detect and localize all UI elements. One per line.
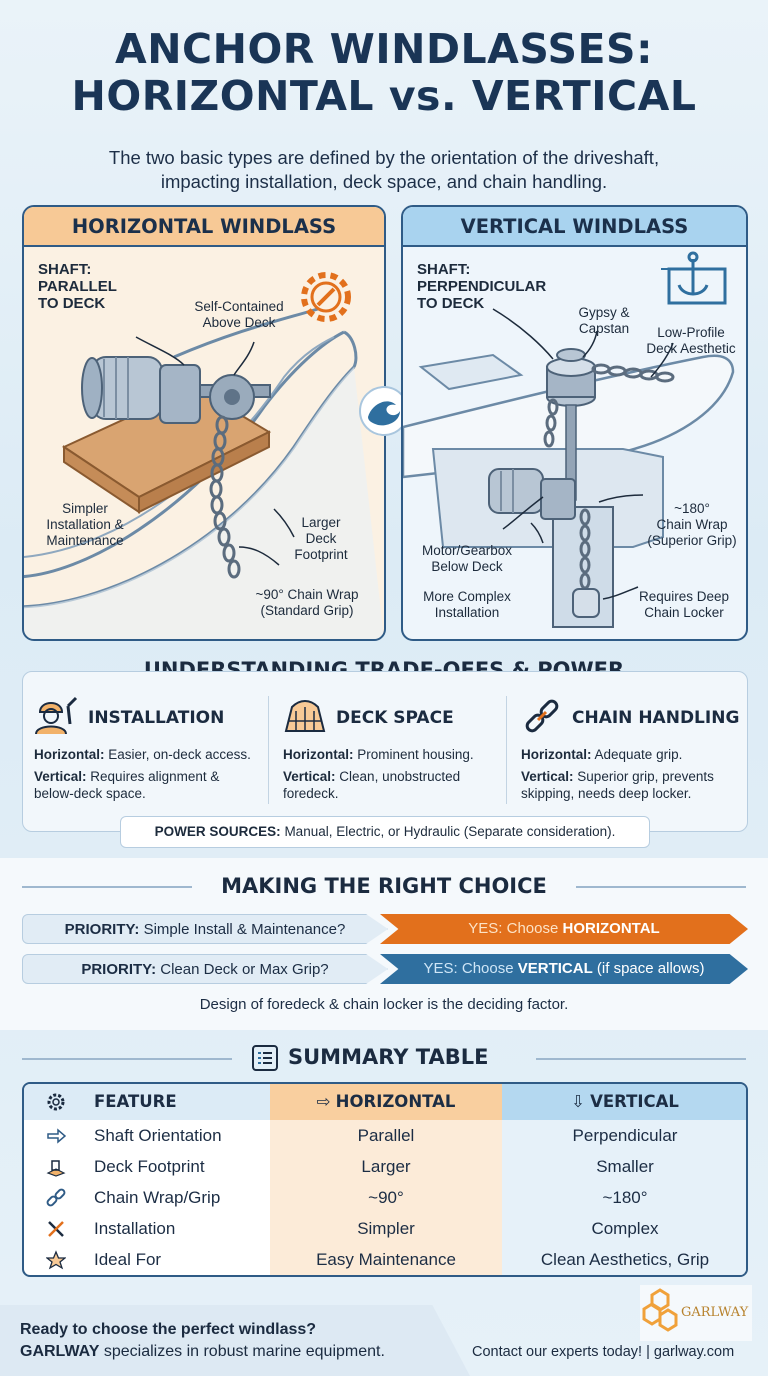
v-motor-gearbox-label: Motor/Gearbox Below Deck xyxy=(421,543,513,574)
table-row: Shaft Orientation Parallel Perpendicular xyxy=(24,1120,746,1151)
footer-cta-band xyxy=(0,1305,470,1376)
horizontal-panel: HORIZONTAL WINDLASS xyxy=(22,205,386,641)
page-subtitle: The two basic types are defined by the o… xyxy=(40,146,728,194)
chain-icon xyxy=(525,699,559,733)
subtitle-line-1: The two basic types are defined by the o… xyxy=(108,147,660,168)
divider xyxy=(22,1058,232,1060)
h-larger-footprint-label: Larger Deck Footprint xyxy=(294,515,348,562)
chain-icon xyxy=(46,1188,66,1206)
h-simpler-label: Simpler Installation & Maintenance xyxy=(46,501,124,548)
installation-text: Horizontal: Easier, on-deck access. Vert… xyxy=(34,747,251,801)
gear-icon xyxy=(47,1093,65,1111)
header-feature: FEATURE xyxy=(94,1092,177,1111)
footprint-icon xyxy=(46,1159,66,1177)
priority-clean-deck: PRIORITY: Clean Deck or Max Grip? xyxy=(22,954,388,984)
vertical-cell: ~180° xyxy=(502,1182,746,1213)
feature-cell: Shaft Orientation xyxy=(94,1126,222,1145)
installation-title: INSTALLATION xyxy=(88,708,225,728)
arrow-right-icon: ⇨ xyxy=(316,1092,336,1111)
title-line-1: ANCHOR WINDLASSES: xyxy=(115,25,653,73)
table-row: Ideal For Easy Maintenance Clean Aesthet… xyxy=(24,1244,746,1275)
page-title: ANCHOR WINDLASSES: HORIZONTAL vs. VERTIC… xyxy=(0,26,768,120)
footer-cta: Ready to choose the perfect windlass? GA… xyxy=(20,1319,385,1363)
deck-space-text: Horizontal: Prominent housing. Vertical:… xyxy=(283,747,474,801)
chain-handling-text: Horizontal: Adequate grip. Vertical: Sup… xyxy=(521,747,714,801)
feature-cell: Installation xyxy=(94,1219,176,1238)
feature-cell: Ideal For xyxy=(94,1250,162,1269)
vertical-windlass-illustration xyxy=(403,251,735,628)
choice-title: MAKING THE RIGHT CHOICE xyxy=(221,874,547,898)
v-deep-locker-label: Requires Deep Chain Locker xyxy=(638,589,730,620)
cta-brand: GARLWAY xyxy=(20,1343,100,1360)
h-self-contained-label: Self-Contained Above Deck xyxy=(194,299,284,330)
divider xyxy=(268,696,269,804)
h-chain-wrap-label: ~90° Chain Wrap (Standard Grip) xyxy=(255,587,359,618)
title-line-2: HORIZONTAL vs. VERTICAL xyxy=(71,72,697,120)
choose-vertical-result: YES: Choose VERTICAL (if space allows) xyxy=(380,954,748,984)
vertical-cell: Clean Aesthetics, Grip xyxy=(502,1244,746,1275)
vertical-panel-heading: VERTICAL WINDLASS xyxy=(403,207,746,247)
horizontal-cell: Easy Maintenance xyxy=(270,1244,502,1275)
table-header-row: FEATURE ⇨ HORIZONTAL ⇩ VERTICAL xyxy=(24,1084,746,1120)
table-row: Installation Simpler Complex xyxy=(24,1213,746,1244)
summary-title: SUMMARY TABLE xyxy=(288,1045,489,1069)
choose-horizontal-result: YES: Choose HORIZONTAL xyxy=(380,914,748,944)
feature-cell: Chain Wrap/Grip xyxy=(94,1188,221,1207)
vertical-cell: Complex xyxy=(502,1213,746,1244)
tradeoffs-box xyxy=(22,671,748,832)
v-shaft-label: SHAFT: PERPENDICULAR TO DECK xyxy=(417,261,547,312)
deck-space-icon xyxy=(284,700,326,732)
arrow-down-icon: ⇩ xyxy=(571,1092,591,1111)
vertical-panel: VERTICAL WINDLASS xyxy=(401,205,748,641)
priority-simple-install: PRIORITY: Simple Install & Maintenance? xyxy=(22,914,388,944)
divider xyxy=(576,886,746,888)
star-icon xyxy=(46,1249,66,1269)
horizontal-windlass-illustration xyxy=(24,272,384,639)
subtitle-line-2: impacting installation, deck space, and … xyxy=(160,171,608,192)
v-low-profile-label: Low-Profile Deck Aesthetic xyxy=(646,325,736,356)
wave-icon xyxy=(359,386,409,436)
v-gypsy-capstan-label: Gypsy & Capstan xyxy=(578,305,630,336)
horizontal-cell: Simpler xyxy=(270,1213,502,1244)
anchor-icon xyxy=(661,251,727,305)
tools-icon xyxy=(48,1220,64,1237)
table-row: Chain Wrap/Grip ~90° ~180° xyxy=(24,1182,746,1213)
v-complex-install-label: More Complex Installation xyxy=(423,589,511,620)
power-sources: POWER SOURCES: Manual, Electric, or Hydr… xyxy=(120,816,650,848)
gear-wrench-icon xyxy=(301,272,351,322)
list-icon xyxy=(252,1045,278,1071)
vertical-cell: Perpendicular xyxy=(502,1120,746,1151)
horizontal-cell: Larger xyxy=(270,1151,502,1182)
table-row: Deck Footprint Larger Smaller xyxy=(24,1151,746,1182)
vertical-cell: Smaller xyxy=(502,1151,746,1182)
worker-icon xyxy=(35,696,78,735)
divider xyxy=(506,696,507,804)
horizontal-cell: Parallel xyxy=(270,1120,502,1151)
divider xyxy=(22,886,192,888)
header-horizontal: HORIZONTAL xyxy=(335,1092,456,1111)
divider xyxy=(536,1058,746,1060)
header-vertical: VERTICAL xyxy=(590,1092,679,1111)
cta-line-1: Ready to choose the perfect windlass? xyxy=(20,1321,317,1338)
h-shaft-label: SHAFT: PARALLEL TO DECK xyxy=(38,261,117,312)
logo-text: GARLWAY xyxy=(681,1305,749,1320)
horizontal-panel-heading: HORIZONTAL WINDLASS xyxy=(24,207,384,247)
horizontal-cell: ~90° xyxy=(270,1182,502,1213)
feature-cell: Deck Footprint xyxy=(94,1157,205,1176)
deck-space-title: DECK SPACE xyxy=(336,708,454,728)
cta-line-2: specializes in robust marine equipment. xyxy=(103,1343,385,1360)
chain-handling-title: CHAIN HANDLING xyxy=(572,708,740,728)
choice-note: Design of foredeck & chain locker is the… xyxy=(199,996,569,1013)
arrow-right-icon xyxy=(47,1127,66,1144)
garlway-logo-icon xyxy=(640,1285,752,1341)
summary-table: FEATURE ⇨ HORIZONTAL ⇩ VERTICAL Shaft Or… xyxy=(22,1082,748,1277)
v-chain-wrap-label: ~180° Chain Wrap (Superior Grip) xyxy=(647,501,737,548)
contact-link[interactable]: Contact our experts today! | garlway.com xyxy=(472,1344,735,1360)
